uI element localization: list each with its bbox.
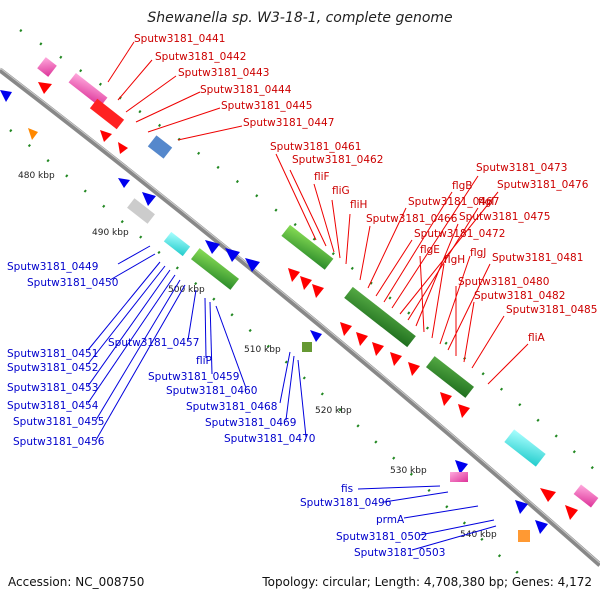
- gene-label: Sputw3181_0480: [458, 276, 549, 288]
- gene-label: Sputw3181_0456: [13, 436, 105, 448]
- gene-label: Sputw3181_0473: [476, 162, 567, 174]
- gene-label: Sputw3181_0454: [7, 400, 99, 412]
- gene-label: Sputw3181_0469: [205, 417, 296, 429]
- accession-text: Accession: NC_008750: [8, 575, 144, 589]
- genome-backbone: [0, 68, 600, 567]
- gene-label: Sputw3181_0444: [200, 84, 292, 96]
- scale-label: 510 kbp: [244, 345, 281, 355]
- gene-label: fliG: [332, 185, 350, 197]
- gene-label: Sputw3181_0482: [474, 290, 565, 302]
- gene-label: flgB: [452, 180, 472, 192]
- gene-label: flgH: [444, 254, 465, 266]
- gene-label: Sputw3181_0449: [7, 261, 98, 273]
- gene-label: Sputw3181_0450: [27, 277, 118, 289]
- scale-label: 540 kbp: [460, 530, 497, 540]
- inner-tick-row: [9, 129, 521, 576]
- gene-label: fliA: [528, 332, 546, 344]
- gene-label: flgE: [420, 244, 440, 256]
- gene-label: Sputw3181_0502: [336, 531, 427, 543]
- scale-label: 520 kbp: [315, 406, 352, 416]
- reverse-genes: [0, 90, 548, 542]
- forward-gene-labels: [107, 41, 529, 385]
- backbone-highlight: [0, 67, 600, 564]
- scale-label: 530 kbp: [390, 466, 427, 476]
- gene-label: fis: [341, 483, 353, 495]
- gene-label: Sputw3181_0476: [497, 179, 589, 191]
- gene-label: Sputw3181_0503: [354, 547, 445, 559]
- forward-label-text: Sputw3181_0441 Sputw3181_0442 Sputw3181_…: [134, 33, 597, 344]
- gene-label: Sputw3181_0445: [221, 100, 312, 112]
- gene-label: Sputw3181_0455: [13, 416, 104, 428]
- gene-label: fliF: [314, 171, 330, 183]
- gene-label: Sputw3181_0472: [414, 228, 505, 240]
- gene-label: Sputw3181_0441: [134, 33, 225, 45]
- gene-label: flgI: [478, 196, 494, 208]
- gene-label: Sputw3181_0485: [506, 304, 597, 316]
- gene-label: Sputw3181_0442: [155, 51, 246, 63]
- gene-label: Sputw3181_0467: [408, 196, 499, 208]
- scale-label: 490 kbp: [92, 228, 129, 238]
- gene-label: Sputw3181_0451: [7, 348, 98, 360]
- gene-label: Sputw3181_0475: [459, 211, 550, 223]
- gene-label: flgJ: [470, 247, 486, 259]
- reverse-label-text: Sputw3181_0449 Sputw3181_0450 Sputw3181_…: [7, 261, 445, 559]
- gene-label: Sputw3181_0460: [166, 385, 257, 397]
- topology-text: Topology: circular; Length: 4,708,380 bp…: [261, 575, 592, 589]
- map-title: Shewanella sp. W3-18-1, complete genome: [147, 10, 452, 26]
- gene-label: Sputw3181_0496: [300, 497, 392, 509]
- gene-label: Sputw3181_0461: [270, 141, 361, 153]
- scale-labels: 480 kbp 490 kbp 500 kbp 510 kbp 520 kbp …: [18, 171, 497, 540]
- scale-label: 500 kbp: [168, 285, 205, 295]
- gene-label: fliH: [350, 199, 367, 211]
- gene-label: fliP: [196, 355, 212, 367]
- gene-label: Sputw3181_0466: [366, 213, 458, 225]
- gene-label: Sputw3181_0457: [108, 337, 199, 349]
- gene-label: Sputw3181_0453: [7, 382, 98, 394]
- gene-label: prmA: [376, 514, 405, 526]
- gene-label: Sputw3181_0459: [148, 371, 239, 383]
- gene-label: Sputw3181_0470: [224, 433, 315, 445]
- gene-label: Sputw3181_0447: [243, 117, 334, 129]
- scale-label: 480 kbp: [18, 171, 55, 181]
- reverse-gene-labels: [87, 245, 497, 551]
- gene-label: Sputw3181_0452: [7, 362, 98, 374]
- gene-label: Sputw3181_0462: [292, 154, 383, 166]
- gene-label: Sputw3181_0443: [178, 67, 269, 79]
- gene-label: Sputw3181_0481: [492, 252, 583, 264]
- forward-genes: [37, 57, 599, 520]
- gene-label: Sputw3181_0468: [186, 401, 277, 413]
